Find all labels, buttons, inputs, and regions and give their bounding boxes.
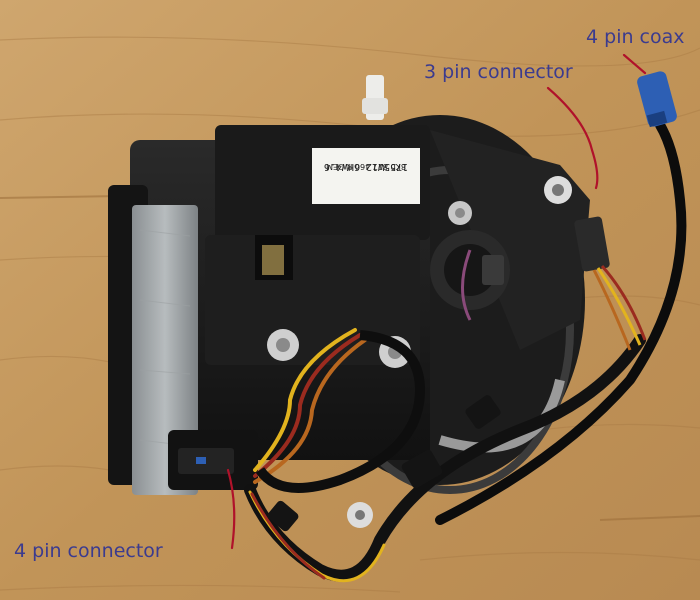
three-pin-connector — [574, 216, 610, 272]
fan-ring — [438, 378, 565, 453]
motor-connector — [482, 255, 504, 285]
screw-fan — [448, 201, 472, 225]
tape-wrap-1 — [401, 449, 443, 489]
screw-left — [267, 329, 299, 361]
cable-loop — [255, 330, 426, 493]
white-part-label — [312, 148, 420, 204]
motor-wires — [461, 249, 472, 321]
label-4-pin-connector: 4 pin connector — [14, 540, 163, 562]
coax-connector — [637, 71, 677, 127]
tape-wrap-3 — [267, 500, 299, 532]
part-label-line1: 8K0 827 460 R OEM — [326, 162, 406, 171]
wire-bundle-bottom — [244, 328, 646, 583]
pointer-coax — [622, 53, 647, 75]
three-pin-wires — [592, 264, 647, 351]
annotation-pointers — [226, 53, 647, 550]
wood-plank-seams — [0, 195, 700, 521]
heatsink-plate — [132, 205, 198, 495]
bottom-connector-blue-tab — [196, 457, 206, 464]
label-4-pin-coax: 4 pin coax — [586, 26, 685, 48]
coax-cable — [435, 120, 687, 525]
pointer-4pin — [226, 468, 236, 550]
part-label-line2: 1755W12 6HW4.6 — [324, 161, 408, 172]
label-3-pin-connector: 3 pin connector — [424, 61, 573, 83]
tape-wrap-2 — [465, 395, 501, 429]
pointer-3pin — [546, 86, 599, 190]
